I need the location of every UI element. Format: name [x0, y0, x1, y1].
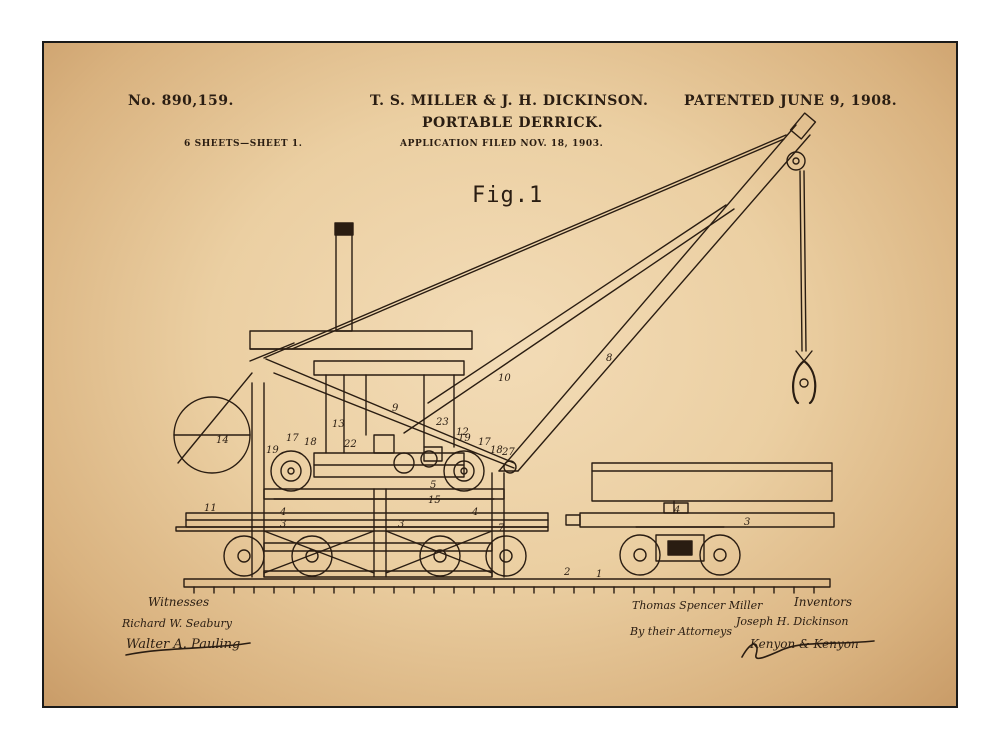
ref-12: 12 [456, 427, 469, 438]
ref-5: 5 [430, 480, 436, 491]
patent-number: No. 890,159. [128, 93, 234, 109]
guy-line-lower [427, 204, 727, 404]
ref-17b: 17 [478, 437, 491, 448]
ref-4a: 4 [279, 507, 286, 518]
patent-inventors: T. S. MILLER & J. H. DICKINSON. [370, 93, 649, 109]
application-filed: APPLICATION FILED NOV. 18, 1903. [400, 139, 604, 149]
attorney-signature: Kenyon & Kenyon [750, 637, 859, 651]
attorneys-label: By their Attorneys [630, 625, 733, 638]
attorney-flourish [741, 640, 875, 660]
patent-date: PATENTED JUNE 9, 1908. [684, 93, 898, 109]
witness-1-signature: Richard W. Seabury [122, 617, 232, 630]
witness-2-signature: Walter A. Pauling [126, 637, 241, 652]
guy-line-upper [263, 134, 787, 359]
ref-27: 27 [501, 447, 515, 458]
ref-7: 7 [498, 523, 505, 534]
ref-4b: 4 [471, 507, 478, 518]
ref-22: 22 [343, 439, 357, 450]
figure-label: Fig.1 [472, 183, 544, 208]
rail-ties [193, 586, 815, 594]
ref-14: 14 [216, 435, 229, 446]
ref-18a: 18 [304, 437, 317, 448]
inventors-label: Inventors [794, 595, 853, 609]
ref-19a: 19 [266, 445, 279, 456]
smokestack [335, 232, 353, 332]
flat-car-deck [579, 512, 835, 528]
ref-23: 23 [435, 417, 449, 428]
ref-3a: 3 [398, 519, 404, 530]
ref-2: 2 [563, 567, 570, 578]
sheet-count: 6 SHEETS—SHEET 1. [184, 139, 303, 149]
ref-8: 8 [606, 353, 612, 364]
ref-1: 1 [596, 569, 602, 580]
ref-17a: 17 [286, 433, 299, 444]
inventor-2-signature: Joseph H. Dickinson [736, 615, 849, 628]
log [591, 462, 833, 502]
boom [498, 124, 797, 472]
ref-9: 9 [392, 403, 399, 414]
ref-18b: 18 [490, 445, 503, 456]
ref-13: 13 [332, 419, 345, 430]
inventor-1-signature: Thomas Spencer Miller [632, 599, 763, 612]
cabin-roof [249, 330, 473, 350]
witnesses-label: Witnesses [148, 595, 210, 609]
patent-print: No. 890,159. T. S. MILLER & J. H. DICKIN… [42, 41, 958, 708]
derrick-drawing: 14 13 9 10 8 22 23 12 19 17 18 19 17 18 … [125, 112, 875, 660]
ref-19b: 19 [458, 433, 471, 444]
ref-11: 11 [204, 503, 217, 514]
ref-3b: 3 [280, 519, 286, 530]
hoist-rope [799, 170, 803, 352]
ref-15: 15 [428, 495, 441, 506]
ref-4c: 4 [673, 505, 680, 516]
ref-10: 10 [498, 373, 511, 384]
rail-track [183, 578, 831, 588]
patent-title: PORTABLE DERRICK. [422, 115, 604, 131]
ref-3c: 3 [744, 517, 750, 528]
